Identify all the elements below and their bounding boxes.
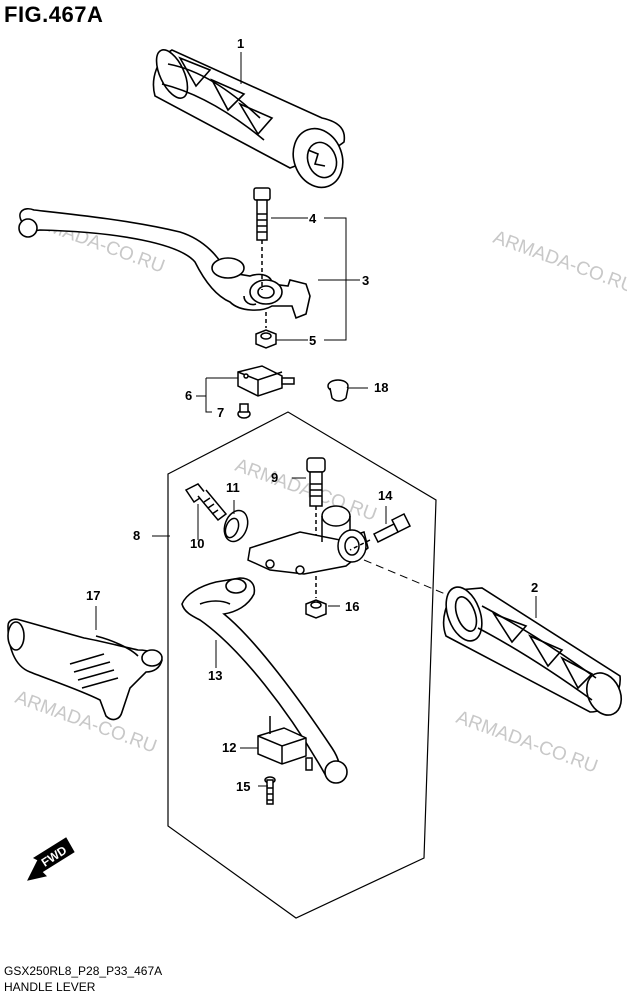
callout-16: 16 [345,599,359,614]
assembly-outline-8 [167,411,437,919]
part-adjuster-11 [223,509,249,543]
callout-17: 17 [86,588,100,603]
watermark-2: ARMADA-CO.RU [490,227,627,298]
section-name: HANDLE LEVER [4,980,96,994]
callout-8: 8 [133,528,140,543]
part-cap-18 [327,379,349,402]
leader-lines [95,52,537,787]
part-clutch-lever-13 [181,577,348,784]
callout-2: 2 [531,580,538,595]
callout-11: 11 [226,480,240,495]
callout-12: 12 [222,740,236,755]
callout-1: 1 [237,36,244,51]
callout-10: 10 [190,536,204,551]
callout-3: 3 [362,273,369,288]
drawing-code: GSX250RL8_P28_P33_467A [4,964,163,978]
callout-9: 9 [271,470,278,485]
part-screw-15 [264,776,276,805]
part-switch-12 [257,716,313,771]
part-bolt-4 [253,187,271,290]
callout-7: 7 [217,405,224,420]
part-guard-17 [7,618,163,721]
part-lever-holder [247,505,369,575]
callout-5: 5 [309,333,316,348]
callout-18: 18 [374,380,388,395]
part-screw-14 [349,512,412,551]
fwd-arrow-icon: FWD [27,837,75,881]
figure-title: FIG.467A [4,2,104,27]
watermark-4: ARMADA-CO.RU [12,687,159,758]
part-bolt-10 [184,483,228,522]
part-nut-5 [255,312,277,349]
callout-4: 4 [309,211,317,226]
callout-13: 13 [208,668,222,683]
callouts: 1 2 3 4 5 6 7 8 9 10 11 12 13 14 15 16 1… [86,36,538,794]
callout-6: 6 [185,388,192,403]
part-nut-16 [305,576,327,619]
part-bolt-9 [306,457,326,540]
part-grip-left [152,49,346,189]
callout-14: 14 [378,488,393,503]
assembly-axis-line [363,559,451,597]
callout-15: 15 [236,779,250,794]
part-screw-7 [237,403,251,419]
watermark-3: ARMADA-CO.RU [232,455,379,526]
watermark-5: ARMADA-CO.RU [453,707,600,778]
part-switch-6 [237,365,295,397]
part-brake-lever [18,207,311,320]
part-grip-right [442,586,623,716]
